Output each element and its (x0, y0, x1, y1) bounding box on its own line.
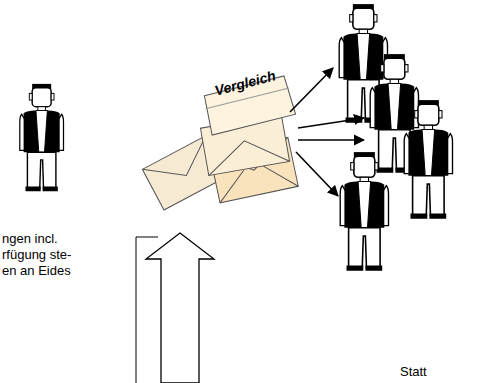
recipient-figure (340, 152, 388, 271)
body-text: ngen incl. (2, 231, 58, 246)
recipient-figure (404, 100, 452, 219)
body-text: rfügung ste- (2, 247, 71, 262)
body-text: en an Eides (2, 263, 71, 278)
distribution-arrows (290, 68, 364, 196)
body-text: Statt (400, 364, 427, 379)
hollow-up-arrow (146, 233, 214, 383)
sender-figure (20, 84, 64, 191)
